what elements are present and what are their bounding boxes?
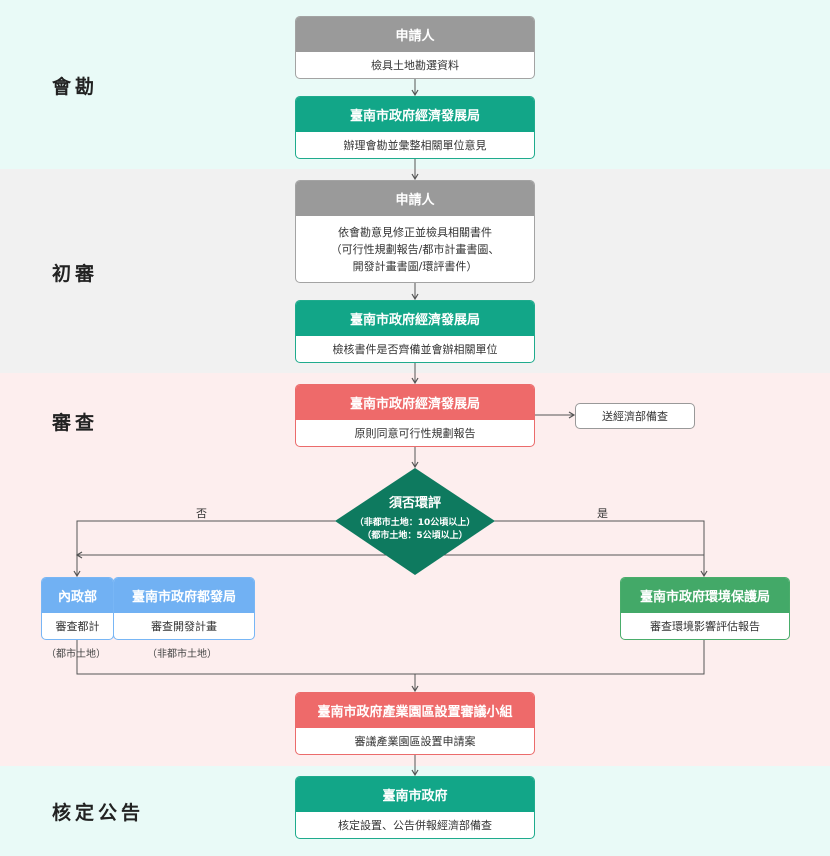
step-title: 臺南市政府經濟發展局 (296, 97, 534, 132)
step-desc: 檢核書件是否齊備並會辦相關單位 (332, 342, 498, 356)
step-title: 臺南市政府 (296, 777, 534, 812)
step-note: （非都市土地） (147, 649, 217, 660)
decision-condition-nonurban: （非都市土地：10公頃以上） (354, 518, 476, 528)
step-desc: 依會勘意見修正並檢具相關書件 （可行性規劃報告/都市計畫書圖、 開發計畫書圖/環… (296, 216, 534, 282)
step-title: 申請人 (296, 17, 534, 52)
step-desc-line: （可行性規劃報告/都市計畫書圖、 (330, 242, 500, 256)
stage-label-preliminary: 初審 (52, 263, 99, 285)
step-title: 臺南市政府都發局 (114, 578, 254, 613)
stage-label-review: 審查 (52, 412, 99, 434)
step-note: （都市土地） (46, 649, 106, 660)
step-title: 臺南市政府經濟發展局 (296, 301, 534, 336)
decision-condition-urban: （都市土地：5公頃以上） (362, 531, 468, 541)
step-title: 臺南市政府產業園區設置審議小組 (296, 693, 534, 728)
step-interior-ministry: 內政部 審查都計 (41, 577, 114, 640)
stage-label-survey: 會勘 (52, 76, 99, 98)
step-desc: 審查都計 (55, 619, 100, 633)
step-title: 臺南市政府經濟發展局 (296, 385, 534, 420)
step-moea-filing: 送經濟部備查 (575, 403, 695, 429)
arrow-decision-no (73, 520, 337, 578)
step-bureau-approve: 臺南市政府經濟發展局 原則同意可行性規劃報告 (295, 384, 535, 447)
step-desc: 檢具土地勘選資料 (371, 58, 459, 72)
step-city-government: 臺南市政府 核定設置、公告併報經濟部備查 (295, 776, 535, 839)
step-title: 內政部 (42, 578, 113, 613)
step-applicant-survey: 申請人 檢具土地勘選資料 (295, 16, 535, 79)
step-desc: 原則同意可行性規劃報告 (354, 426, 476, 440)
arrow-decision-yes (493, 520, 708, 578)
decision-diamond (335, 468, 495, 575)
step-desc-line: 依會勘意見修正並檢具相關書件 (338, 225, 492, 239)
branch-label-no: 否 (196, 507, 207, 520)
step-bureau-survey: 臺南市政府經濟發展局 辦理會勘並彙整相關單位意見 (295, 96, 535, 159)
step-title: 臺南市政府環境保護局 (621, 578, 789, 613)
line-merge-to-committee (76, 640, 705, 675)
step-environmental-protection: 臺南市政府環境保護局 審查環境影響評估報告 (620, 577, 790, 640)
stage-label-approval: 核定公告 (52, 802, 145, 824)
step-desc: 審議產業園區設置申請案 (354, 734, 476, 748)
step-desc-line: 開發計畫書圖/環評書件） (352, 259, 478, 273)
step-bureau-check: 臺南市政府經濟發展局 檢核書件是否齊備並會辦相關單位 (295, 300, 535, 363)
step-title: 申請人 (296, 181, 534, 216)
branch-label-yes: 是 (597, 507, 608, 520)
step-desc: 核定設置、公告併報經濟部備查 (338, 818, 492, 832)
step-applicant-revision: 申請人 依會勘意見修正並檢具相關書件 （可行性規劃報告/都市計畫書圖、 開發計畫… (295, 180, 535, 283)
step-desc: 審查環境影響評估報告 (650, 619, 760, 633)
step-desc: 辦理會勘並彙整相關單位意見 (343, 138, 487, 152)
step-urban-development: 臺南市政府都發局 審查開發計畫 (113, 577, 255, 640)
decision-title: 須否環評 (388, 496, 441, 511)
step-desc: 審查開發計畫 (151, 619, 217, 633)
step-review-committee: 臺南市政府產業園區設置審議小組 審議產業園區設置申請案 (295, 692, 535, 755)
